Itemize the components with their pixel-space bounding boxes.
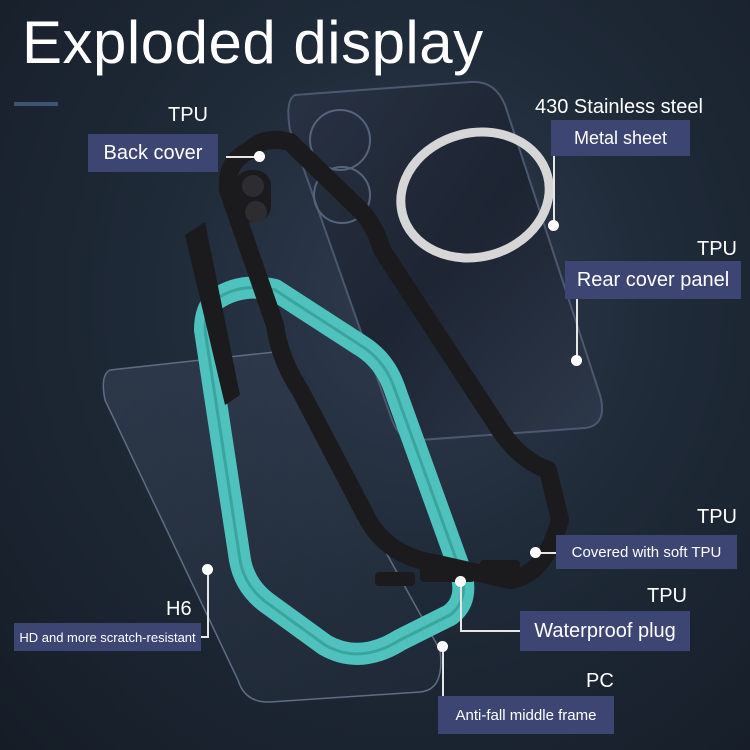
back-cover-label: Back cover — [88, 134, 218, 172]
back-cover-marker — [254, 151, 265, 162]
rear-panel-marker — [571, 355, 582, 366]
title-underline — [14, 102, 58, 106]
metal-sheet-marker — [548, 220, 559, 231]
screen-leader-horizontal — [201, 636, 209, 638]
middle-frame-label: Anti-fall middle frame — [438, 696, 614, 734]
rear-panel-leader — [576, 299, 578, 357]
middle-frame-leader — [442, 650, 444, 696]
middle-frame-material: PC — [586, 670, 614, 692]
screen-label: HD and more scratch-resistant — [14, 623, 201, 651]
metal-sheet-label: Metal sheet — [551, 120, 690, 156]
black-frame-graphic — [185, 130, 569, 589]
metal-sheet-material: 430 Stainless steel — [535, 96, 703, 118]
magnet-ring-graphic — [396, 127, 554, 263]
back-cover-leader — [226, 156, 256, 158]
rear-panel-material: TPU — [697, 238, 737, 260]
plug-material: TPU — [647, 585, 687, 607]
screen-leader-vertical — [207, 572, 209, 636]
middle-frame-marker — [437, 641, 448, 652]
waterproof-plug-graphic — [375, 560, 520, 586]
plug-leader-vertical — [460, 584, 462, 631]
middle-frame-graphic — [194, 276, 475, 665]
back-cover-material: TPU — [168, 104, 208, 126]
soft-tpu-material: TPU — [697, 506, 737, 528]
plug-leader-horizontal — [460, 630, 520, 632]
screen-material: H6 — [166, 598, 192, 620]
page-title: Exploded display — [22, 9, 484, 76]
soft-tpu-label: Covered with soft TPU — [556, 535, 737, 569]
rear-panel-label: Rear cover panel — [565, 261, 741, 299]
screen-marker — [202, 564, 213, 575]
plug-label: Waterproof plug — [520, 611, 690, 651]
plug-marker — [455, 576, 466, 587]
soft-tpu-marker — [530, 547, 541, 558]
soft-tpu-leader — [540, 552, 556, 554]
rear-cover-panel-graphic — [287, 80, 604, 442]
metal-sheet-leader — [553, 156, 555, 222]
screen-protector-graphic — [102, 351, 442, 703]
